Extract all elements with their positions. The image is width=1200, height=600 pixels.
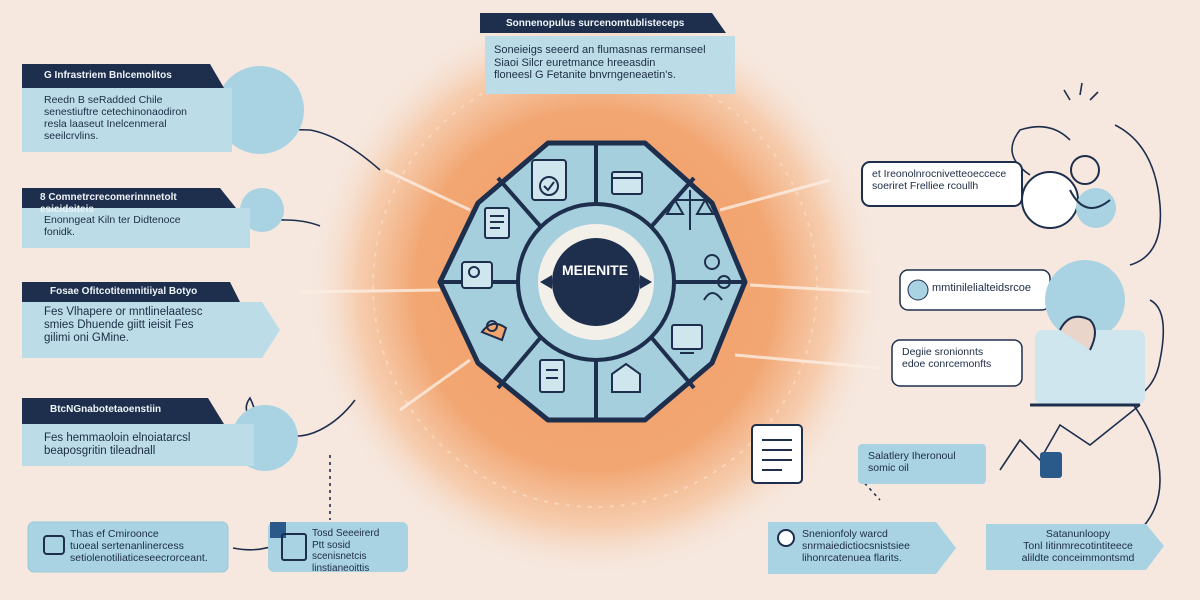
bottom-right-card-1	[768, 522, 956, 574]
clipboard-icon	[539, 359, 565, 393]
left-card-4-header: BtcNGnabotetaoenstiin	[50, 404, 162, 415]
left-card-3-body: Fes Vlhapere or mntlinelaatesc smies Dhu…	[44, 306, 203, 345]
hub-center-disc	[552, 238, 640, 326]
right-card-1-body: et Ireonolnrocnivetteoeccece soeriret Fr…	[872, 168, 1007, 193]
hand-coin-icon	[480, 320, 508, 342]
right-card-3-body: Degiie sronionnts edoe conrcemonfts	[902, 346, 992, 371]
hub-center-pointers	[540, 275, 652, 289]
people-icon	[703, 254, 731, 301]
right-card-4-body: Salatlery Iheronoul somic oil	[868, 450, 956, 475]
segment-icons	[461, 159, 731, 393]
badge-icon	[531, 159, 567, 201]
bottom-right-card-2-body: Satanunloopy Tonl Iitinmrecotintiteece a…	[1021, 528, 1135, 565]
connector-rays	[299, 168, 881, 412]
left-card-4	[22, 398, 298, 471]
monitor-icon	[671, 324, 703, 354]
document-icon	[484, 207, 510, 239]
left-card-2	[22, 188, 284, 248]
hub-center-label: MEIENITE	[561, 262, 629, 278]
top-card-body: Soneieigs seeerd an flumasnas rermanseel…	[494, 44, 706, 82]
bottom-card-1-body: Thas ef Cmiroonce tuoeal sertenanlinerce…	[70, 528, 208, 565]
bottom-right-card-1-body: Snenionfoly warcd snrmaiedictiocsnistsie…	[802, 528, 910, 565]
right-card-3	[891, 330, 1145, 407]
bottom-card-1	[27, 521, 229, 573]
right-card-2	[899, 260, 1125, 340]
bottom-card-2	[268, 522, 408, 572]
left-card-3-header: Fosae Ofitcotitemnitiiyal Botyo	[50, 286, 198, 297]
top-card	[480, 13, 735, 94]
left-card-4-body: Fes hemmaoloin elnoiatarcsl beaposgritin…	[44, 432, 191, 458]
left-card-1-header: G Infrastriem Bnlcemolitos	[44, 70, 172, 81]
left-card-2-header: 8 Comnetrcrecomerinnnetolt esicidsiteis	[40, 192, 177, 215]
bottom-card-2-body: Tosd Seeeirerd Ptt sosid scenisnetcis li…	[312, 528, 380, 574]
id-card-icon	[461, 261, 493, 289]
house-icon	[611, 362, 641, 393]
person-illustration	[1059, 155, 1111, 351]
left-card-2-body: Enonngeat Kiln ter Didtenoce fonidk.	[44, 214, 181, 239]
bottom-right-card-2	[986, 524, 1164, 570]
left-card-3	[22, 282, 280, 358]
left-card-1-body: Reedn B seRadded Chile senestiuftre cete…	[44, 94, 188, 143]
left-card-1	[22, 64, 304, 154]
scales-icon	[665, 190, 715, 230]
folder-icon	[611, 171, 643, 195]
top-card-header: Sonnenopulus surcenomtublisteceps	[506, 18, 685, 29]
right-card-1	[861, 161, 1116, 229]
right-card-2-body: mmtinilelialteidsrcoe	[932, 282, 1032, 294]
right-card-4	[751, 424, 1062, 484]
